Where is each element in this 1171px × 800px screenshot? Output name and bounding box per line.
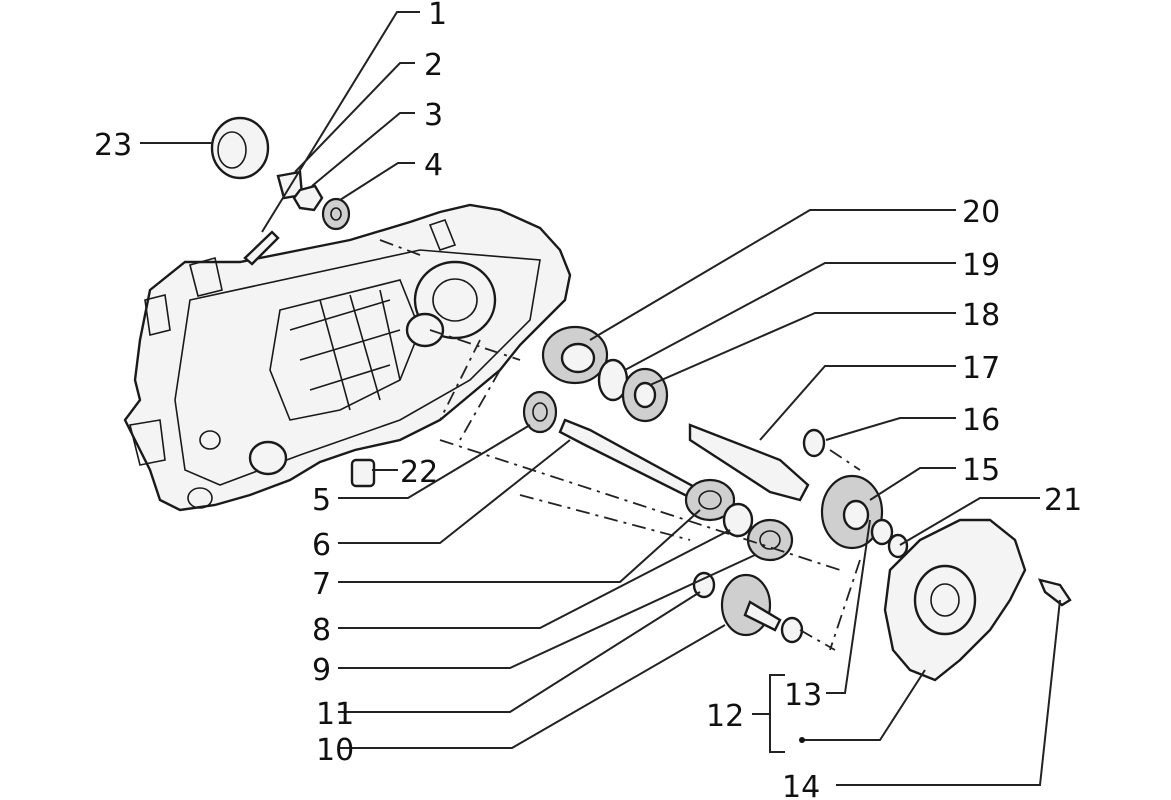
callout-21: 21 [1044, 483, 1082, 518]
callout-22: 22 [400, 455, 438, 490]
part-16-washer [802, 428, 826, 458]
part-15-gear [820, 474, 884, 550]
callout-16: 16 [962, 403, 1000, 438]
leader-lines [140, 11, 1061, 786]
callout-15: 15 [962, 453, 1000, 488]
part-22-bushing [350, 458, 376, 488]
part-23-oil-seal [210, 116, 270, 180]
callout-19: 19 [962, 248, 1000, 283]
part-4-washer [321, 197, 351, 231]
part-7-bearing [684, 478, 736, 522]
bullet-dot [799, 737, 805, 743]
callout-6: 6 [312, 528, 331, 563]
part-3-nut [292, 184, 324, 212]
callout-2: 2 [424, 48, 443, 83]
callout-17: 17 [962, 351, 1000, 386]
callout-8: 8 [312, 613, 331, 648]
part-21-washer [870, 518, 909, 559]
callout-3: 3 [424, 98, 443, 133]
callout-5: 5 [312, 483, 331, 518]
callout-1: 1 [428, 0, 447, 32]
part-14-cover [883, 518, 1027, 682]
part-14b-bolt [1037, 578, 1072, 607]
part-9-bearing [746, 518, 794, 562]
alignment-lines [379, 239, 861, 651]
callout-11: 11 [316, 697, 354, 732]
part-10-gear [720, 573, 782, 637]
callout-20: 20 [962, 195, 1000, 230]
callout-13: 13 [784, 678, 822, 713]
callout-7: 7 [312, 567, 331, 602]
part-11b-washer [780, 616, 804, 644]
callout-4: 4 [424, 148, 443, 183]
callout-18: 18 [962, 298, 1000, 333]
part-6-shaft [558, 418, 702, 502]
callout-14: 14 [782, 770, 820, 800]
part-5-seal [522, 390, 558, 434]
callout-labels: 1 2 3 4 5 6 7 8 9 10 11 12 13 14 15 16 1… [94, 0, 1082, 800]
callout-23: 23 [94, 128, 132, 163]
part-8-circlip [722, 502, 754, 538]
part-18-bearing [621, 367, 669, 423]
part-11-washer [692, 571, 716, 599]
crankcase-housing [123, 203, 572, 512]
part-17-shaft [688, 423, 810, 502]
part-20-bearing [541, 325, 609, 385]
callout-9: 9 [312, 653, 331, 688]
callout-12: 12 [706, 699, 744, 734]
callout-10: 10 [316, 733, 354, 768]
part-1-pin [243, 230, 280, 266]
